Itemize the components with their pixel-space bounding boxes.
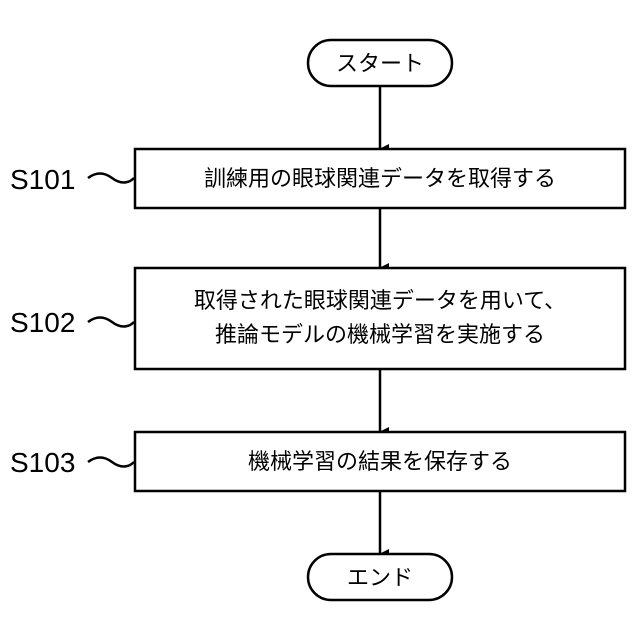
process-text-s101: 訓練用の眼球関連データを取得する: [204, 167, 556, 192]
end-terminator: エンド: [308, 554, 452, 600]
step-label-s102: S102: [10, 307, 75, 338]
step-label-s103: S103: [10, 447, 75, 478]
start-label: スタート: [336, 52, 424, 77]
leader-line-s103: [88, 458, 134, 467]
leader-line-s102: [88, 318, 134, 327]
process-text-s102-line1: 取得された眼球関連データを用いて、: [194, 289, 566, 314]
process-box-s103: 機械学習の結果を保存する: [135, 432, 625, 491]
leader-line-s101: [88, 174, 134, 183]
step-label-s101: S101: [10, 164, 75, 195]
process-text-s103: 機械学習の結果を保存する: [248, 450, 512, 475]
process-box-s102: 取得された眼球関連データを用いて、 推論モデルの機械学習を実施する: [135, 268, 625, 369]
process-box-s101: 訓練用の眼球関連データを取得する: [135, 149, 625, 208]
start-terminator: スタート: [308, 40, 452, 86]
end-label: エンド: [347, 566, 413, 591]
process-text-s102-line2: 推論モデルの機械学習を実施する: [215, 323, 545, 348]
